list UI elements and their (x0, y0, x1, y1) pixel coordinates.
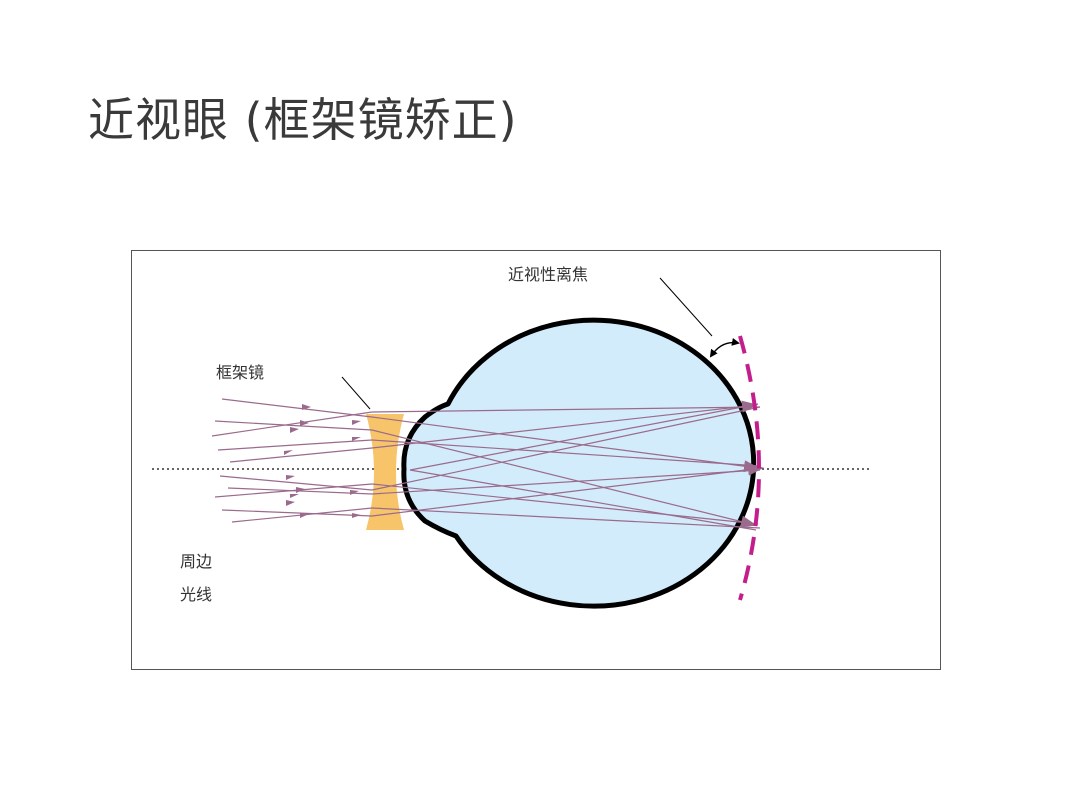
spectacle-lens-label: 框架镜 (216, 363, 264, 382)
defocus-gap-arrow (709, 337, 740, 358)
light-rays (211, 398, 764, 531)
defocus-leader-line (659, 277, 713, 337)
lens-leader-line (341, 376, 371, 410)
myopic-defocus-shell (738, 335, 761, 601)
peripheral-label-line1: 周边 (180, 552, 212, 571)
peripheral-label-line2: 光线 (180, 585, 212, 604)
ray-arrowheads (284, 404, 361, 518)
myopic-defocus-label: 近视性离焦 (508, 265, 588, 284)
eyeball (401, 317, 757, 609)
spectacle-lens (366, 414, 404, 530)
page-title: 近视眼 (框架镜矫正) (88, 93, 518, 147)
